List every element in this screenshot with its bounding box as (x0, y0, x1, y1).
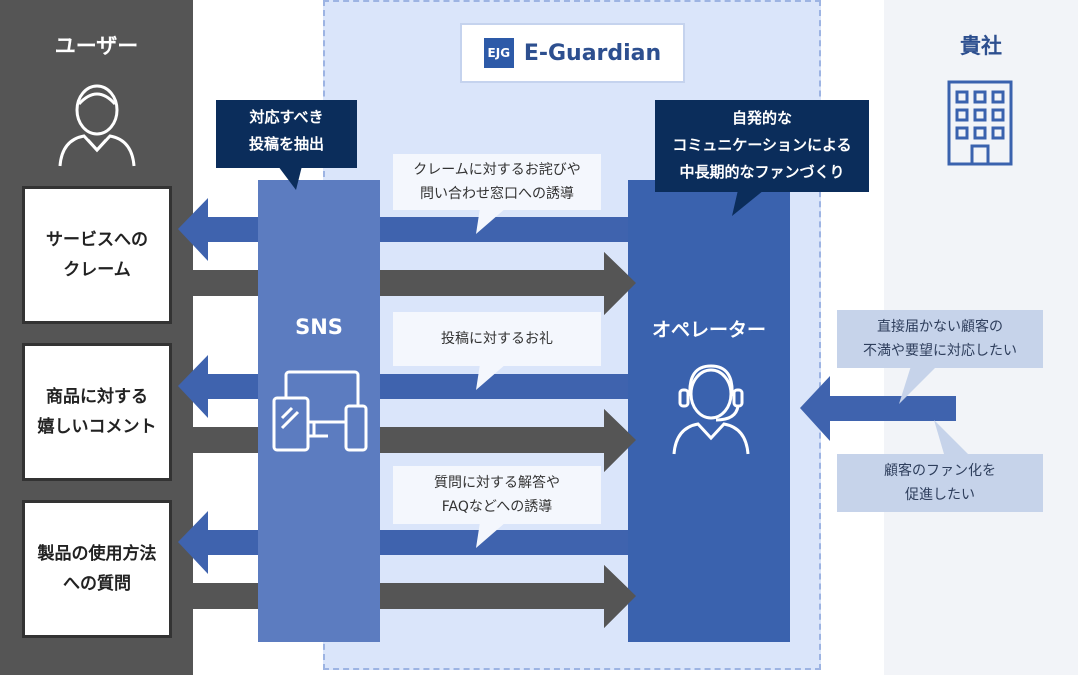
callout-engagement: 自発的な コミュニケーションによる 中長期的なファンづくり (655, 100, 869, 192)
callout-extract-tail (278, 166, 302, 190)
callout-company-need-1: 直接届かない顧客の 不満や要望に対応したい (837, 310, 1043, 368)
user-box-comment: 商品に対する 嬉しいコメント (22, 343, 172, 481)
arrow-overlay-blue-1 (380, 217, 628, 242)
user-box-claim: サービスへの クレーム (22, 186, 172, 324)
callout-thanks: 投稿に対するお礼 (393, 312, 601, 366)
callout-thanks-tail (476, 364, 506, 390)
headset-operator-icon (672, 364, 750, 455)
arrow-overlay-grey-1 (380, 252, 636, 315)
callout-company-need-2-tail (934, 420, 968, 454)
callout-company-need-1-tail (899, 366, 937, 404)
operator-column (628, 180, 790, 642)
arrow-company-to-operator (800, 376, 956, 441)
callout-extract: 対応すべき 投稿を抽出 (216, 100, 357, 168)
sns-label: SNS (295, 315, 343, 339)
eguardian-logo: EJG E-Guardian (460, 23, 685, 83)
callout-engagement-tail (732, 190, 764, 216)
eguardian-logo-mark: EJG (483, 38, 514, 68)
callout-company-need-2: 顧客のファン化を 促進したい (837, 454, 1043, 512)
user-column-title: ユーザー (54, 34, 139, 58)
arrow-overlay-blue-3 (380, 530, 628, 555)
arrow-overlay-grey-3 (380, 565, 636, 628)
callout-faq-tail (476, 522, 506, 548)
company-column-title: 貴社 (960, 34, 1002, 58)
user-box-question: 製品の使用方法 への質問 (22, 500, 172, 638)
callout-claim-reply: クレームに対するお詫びや 問い合わせ窓口への誘導 (393, 154, 601, 210)
devices-icon (272, 370, 368, 452)
eguardian-logo-text: E-Guardian (523, 40, 662, 66)
arrow-overlay-blue-2 (380, 374, 628, 399)
callout-faq: 質問に対する解答や FAQなどへの誘導 (393, 466, 601, 524)
person-icon (58, 84, 136, 167)
building-icon (947, 80, 1013, 166)
operator-label: オペレーター (651, 319, 766, 341)
callout-claim-reply-tail (476, 208, 506, 234)
arrow-overlay-grey-2 (380, 409, 636, 472)
